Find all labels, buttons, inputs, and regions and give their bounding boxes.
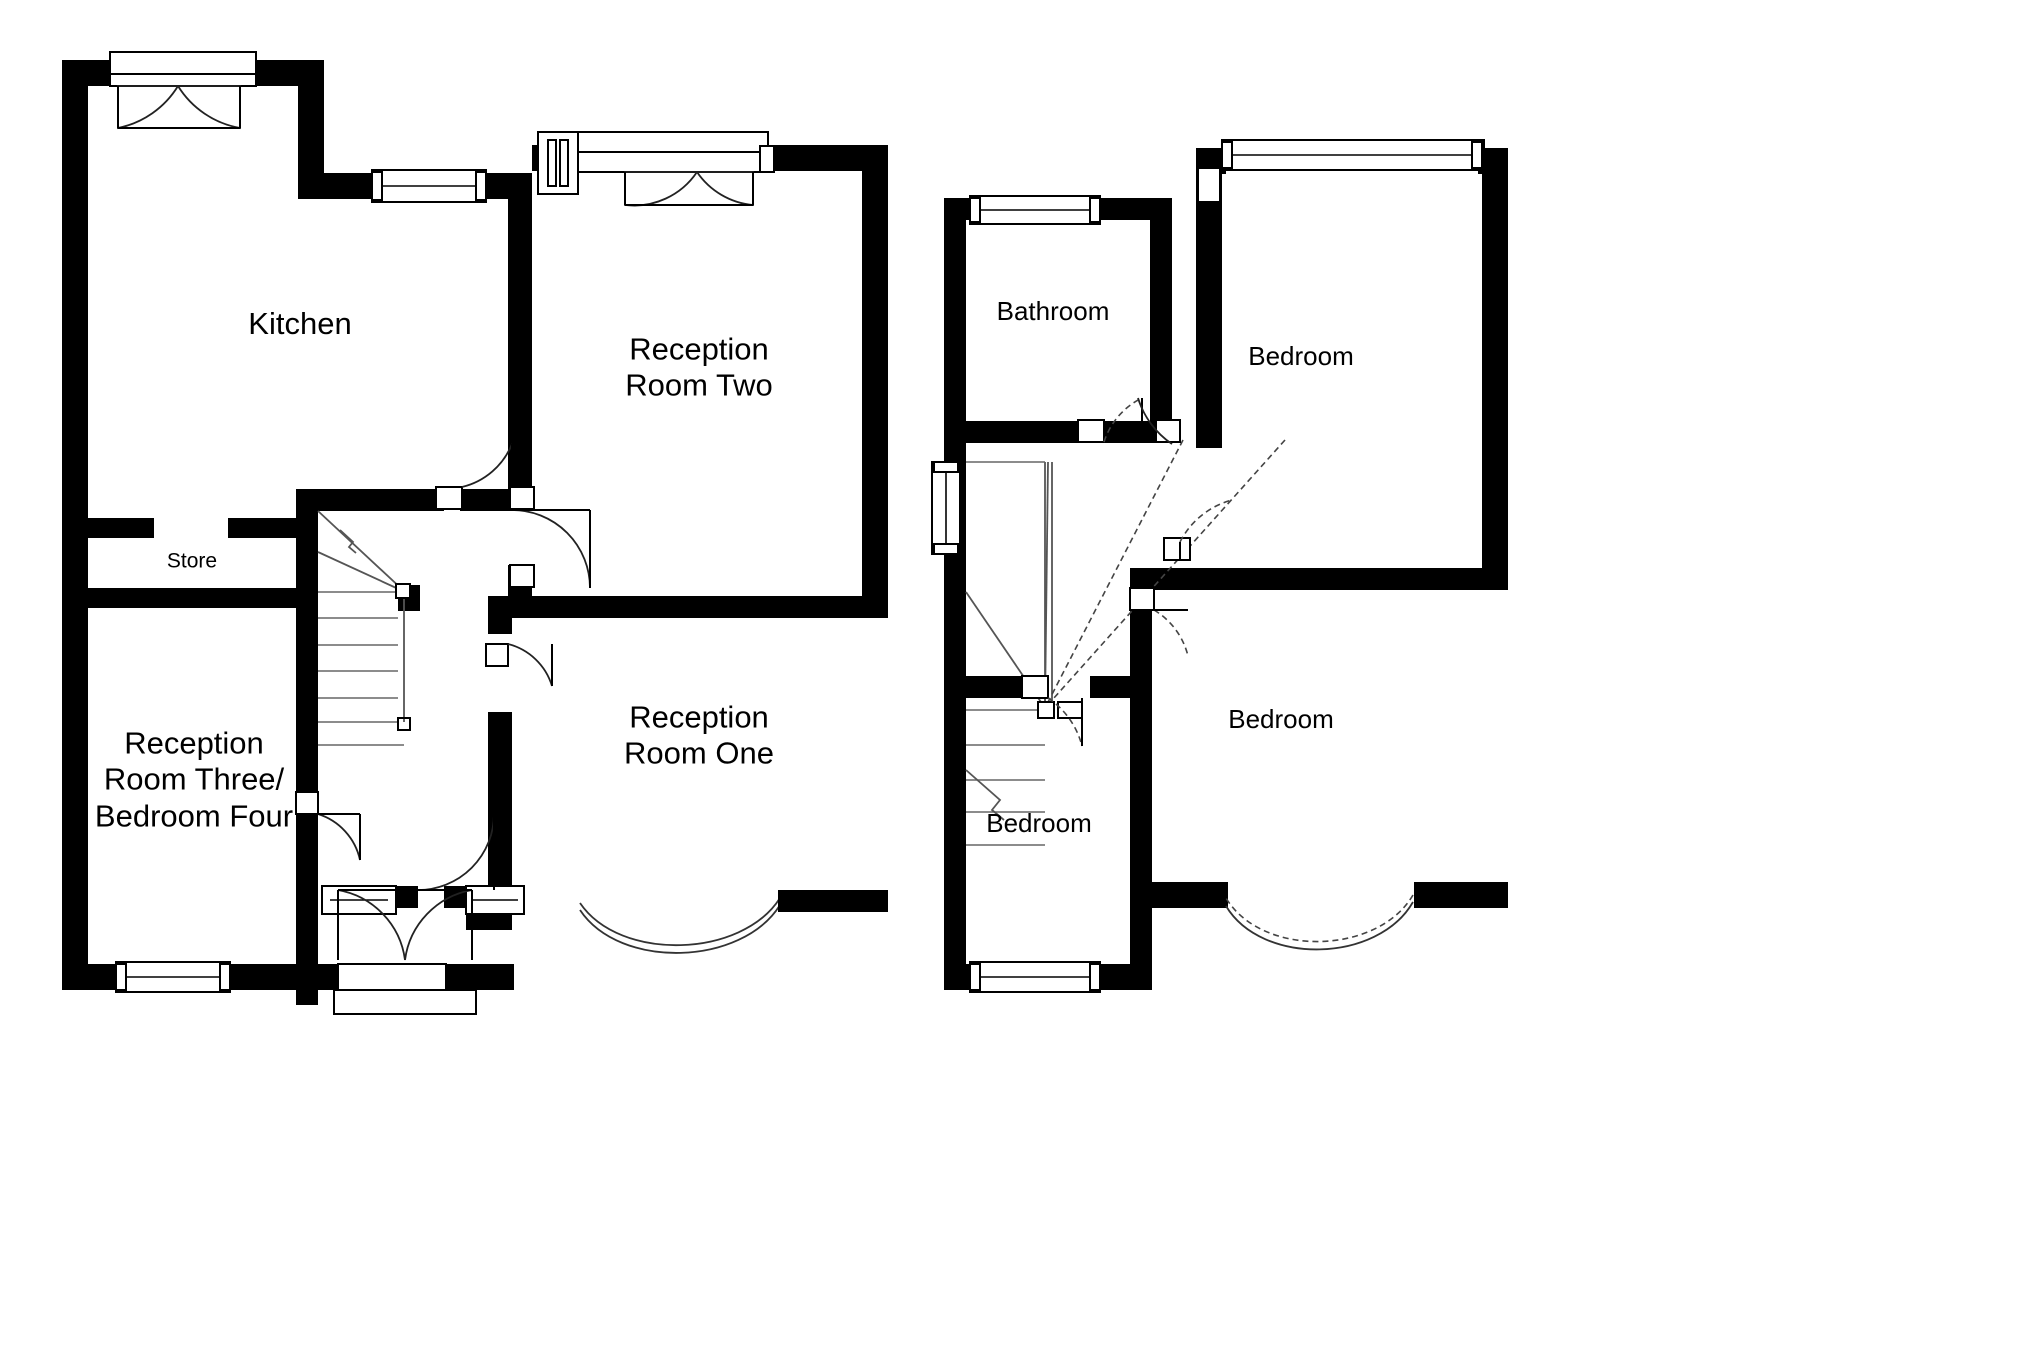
wall-bedroom-front-right: [1482, 148, 1508, 568]
ground-floor-plan: [62, 51, 888, 1015]
door-hall-under-stairs: [509, 564, 535, 588]
wall-bedroom-small-right-lower: [1130, 890, 1152, 990]
wall-bedroom-small-bottom-left: [944, 964, 972, 990]
door-porch-inner: [417, 813, 495, 891]
wall-landing-left: [944, 536, 966, 976]
bay-window-bedroom-rear: [1225, 894, 1414, 951]
window-reception-three: [115, 961, 231, 993]
wall-hall-bottom-right: [444, 964, 514, 990]
wall-reception2-right: [862, 145, 888, 600]
door-hall-to-reception-two: [509, 486, 591, 589]
door-landing-to-bedroom-rear: [1129, 587, 1189, 657]
wall-bedroom-small-top: [944, 676, 1024, 698]
wall-bay-right: [778, 890, 888, 912]
wall-kitchen-hall-divider: [508, 173, 532, 491]
door-hall-to-kitchen: [435, 443, 513, 510]
wall-kitchen-right-upper: [298, 60, 324, 175]
wall-exterior-top-left: [62, 60, 114, 86]
staircase-first-floor: [965, 439, 1286, 846]
wall-recthree-bottom-left: [62, 964, 118, 990]
wall-bathroom-top-left: [944, 198, 972, 220]
wall-reception1-top: [488, 596, 888, 618]
door-hall-to-reception-three: [295, 791, 361, 861]
window-kitchen-side: [371, 169, 487, 203]
wall-bathroom-right: [1150, 198, 1172, 443]
french-doors-kitchen: [109, 51, 257, 130]
wall-store-top-left: [82, 518, 154, 538]
window-porch-left: [321, 885, 418, 915]
door-landing-to-bathroom: [1077, 397, 1143, 443]
wall-bathroom-bottom: [944, 421, 1172, 443]
wall-store-top-right: [228, 518, 310, 538]
first-floor-plan: [931, 139, 1508, 993]
wall-bedroom-small-right: [1130, 676, 1152, 894]
window-bedroom-front: [1197, 139, 1485, 203]
bay-window-reception-one: [579, 890, 888, 954]
wall-store-bottom: [62, 588, 310, 608]
wall-porch-left: [296, 896, 318, 990]
patio-doors-reception-two: [537, 131, 775, 207]
wall-stair-left: [296, 489, 318, 1005]
window-porch-right: [444, 885, 525, 915]
wall-kitchen-jog: [298, 173, 374, 199]
door-landing-to-bedroom-small: [1021, 675, 1083, 747]
wall-bedroom-rear-bottom-right: [1414, 882, 1508, 908]
french-doors-entrance: [333, 889, 477, 1015]
wall-bedroom-rear-top: [1130, 568, 1508, 590]
door-bedroom-front-swing: [1137, 397, 1173, 445]
wall-stair-top: [296, 489, 444, 511]
wall-bathroom-left: [944, 198, 966, 538]
window-landing: [931, 461, 961, 555]
door-hall-to-reception-one: [485, 643, 553, 687]
window-bathroom: [969, 195, 1101, 225]
window-bedroom-small: [969, 961, 1101, 993]
wall-reception1-left-upper: [488, 596, 512, 634]
staircase-ground-floor: [317, 510, 411, 746]
